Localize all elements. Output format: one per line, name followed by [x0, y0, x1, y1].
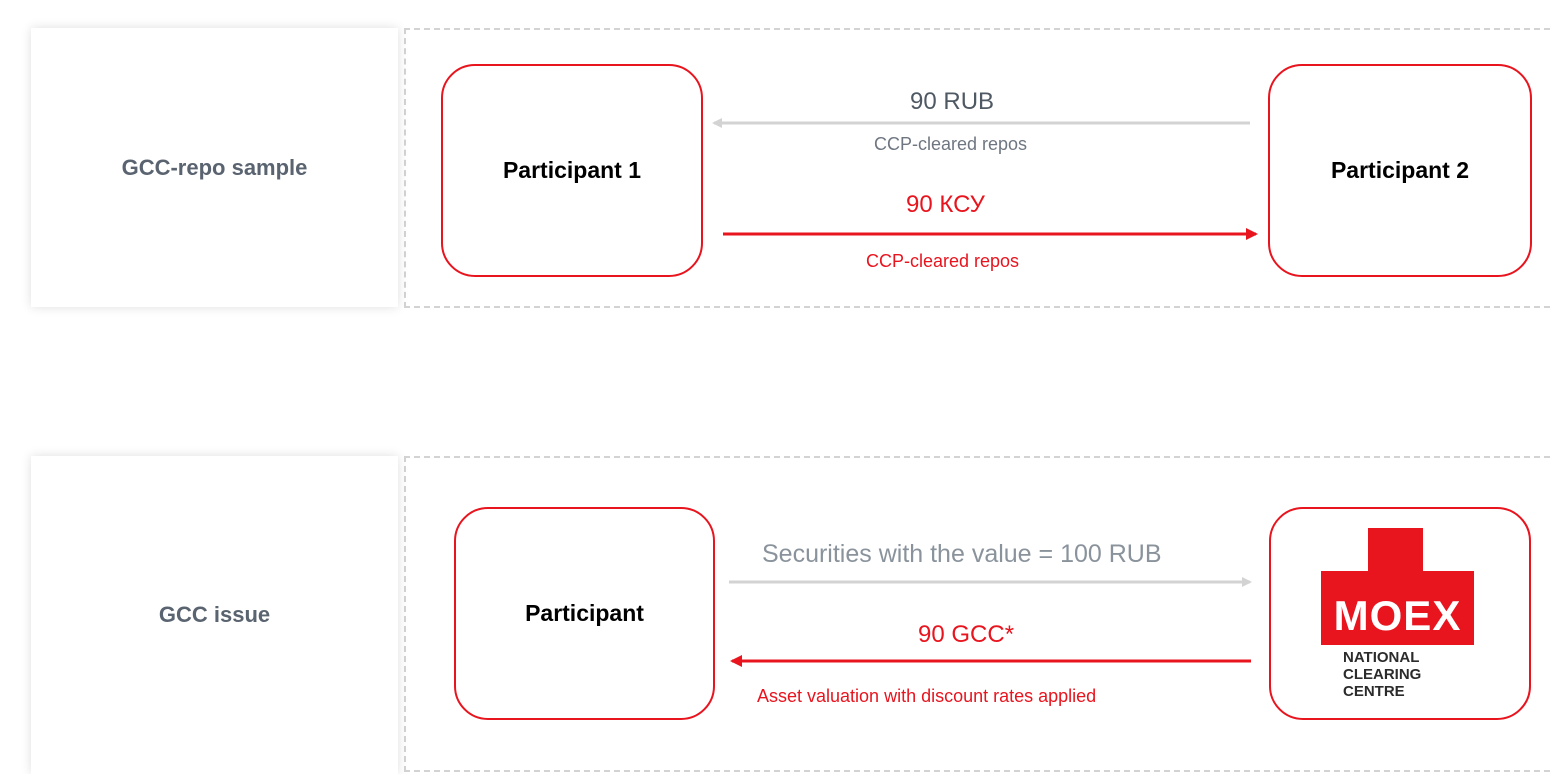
flow-ksu-caption: CCP-cleared repos: [866, 251, 1020, 271]
flow-securities-caption: Securities with the value = 100 RUB: [762, 540, 1162, 568]
participant-label: Participant: [525, 600, 644, 626]
moex-logo-mark: [1321, 528, 1474, 645]
section-label-repo-text: GCC-repo sample: [121, 154, 308, 180]
participant-node: Participant: [454, 507, 715, 720]
flow-rub-caption: CCP-cleared repos: [874, 134, 1028, 154]
moex-logo-line2: CLEARING: [1343, 666, 1422, 683]
participant-2-label: Participant 2: [1330, 157, 1470, 183]
moex-logo-line1: NATIONAL: [1343, 649, 1420, 666]
section-label-issue-text: GCC issue: [158, 602, 271, 627]
flow-rub-amount: 90 RUB: [910, 88, 995, 115]
section-label-repo: GCC-repo sample: [31, 28, 398, 307]
section-issue-frame: [404, 456, 1550, 772]
moex-logo-wordmark: MOEX: [1333, 592, 1462, 639]
section-label-issue: GCC issue: [31, 456, 398, 774]
participant-2-node: Participant 2: [1268, 64, 1532, 277]
section-repo-frame: [404, 28, 1550, 308]
participant-1-node: Participant 1: [441, 64, 703, 277]
flow-gcc-amount: 90 GCC*: [918, 621, 1015, 648]
participant-1-label: Participant 1: [502, 157, 642, 183]
moex-logo-line3: CENTRE: [1343, 683, 1405, 700]
flow-ksu-amount: 90 КСУ: [906, 191, 985, 218]
moex-logo: MOEX NATIONAL CLEARING CENTRE: [1321, 506, 1474, 721]
flow-gcc-caption: Asset valuation with discount rates appl…: [757, 686, 1097, 706]
nccc-node: MOEX NATIONAL CLEARING CENTRE: [1269, 507, 1531, 720]
